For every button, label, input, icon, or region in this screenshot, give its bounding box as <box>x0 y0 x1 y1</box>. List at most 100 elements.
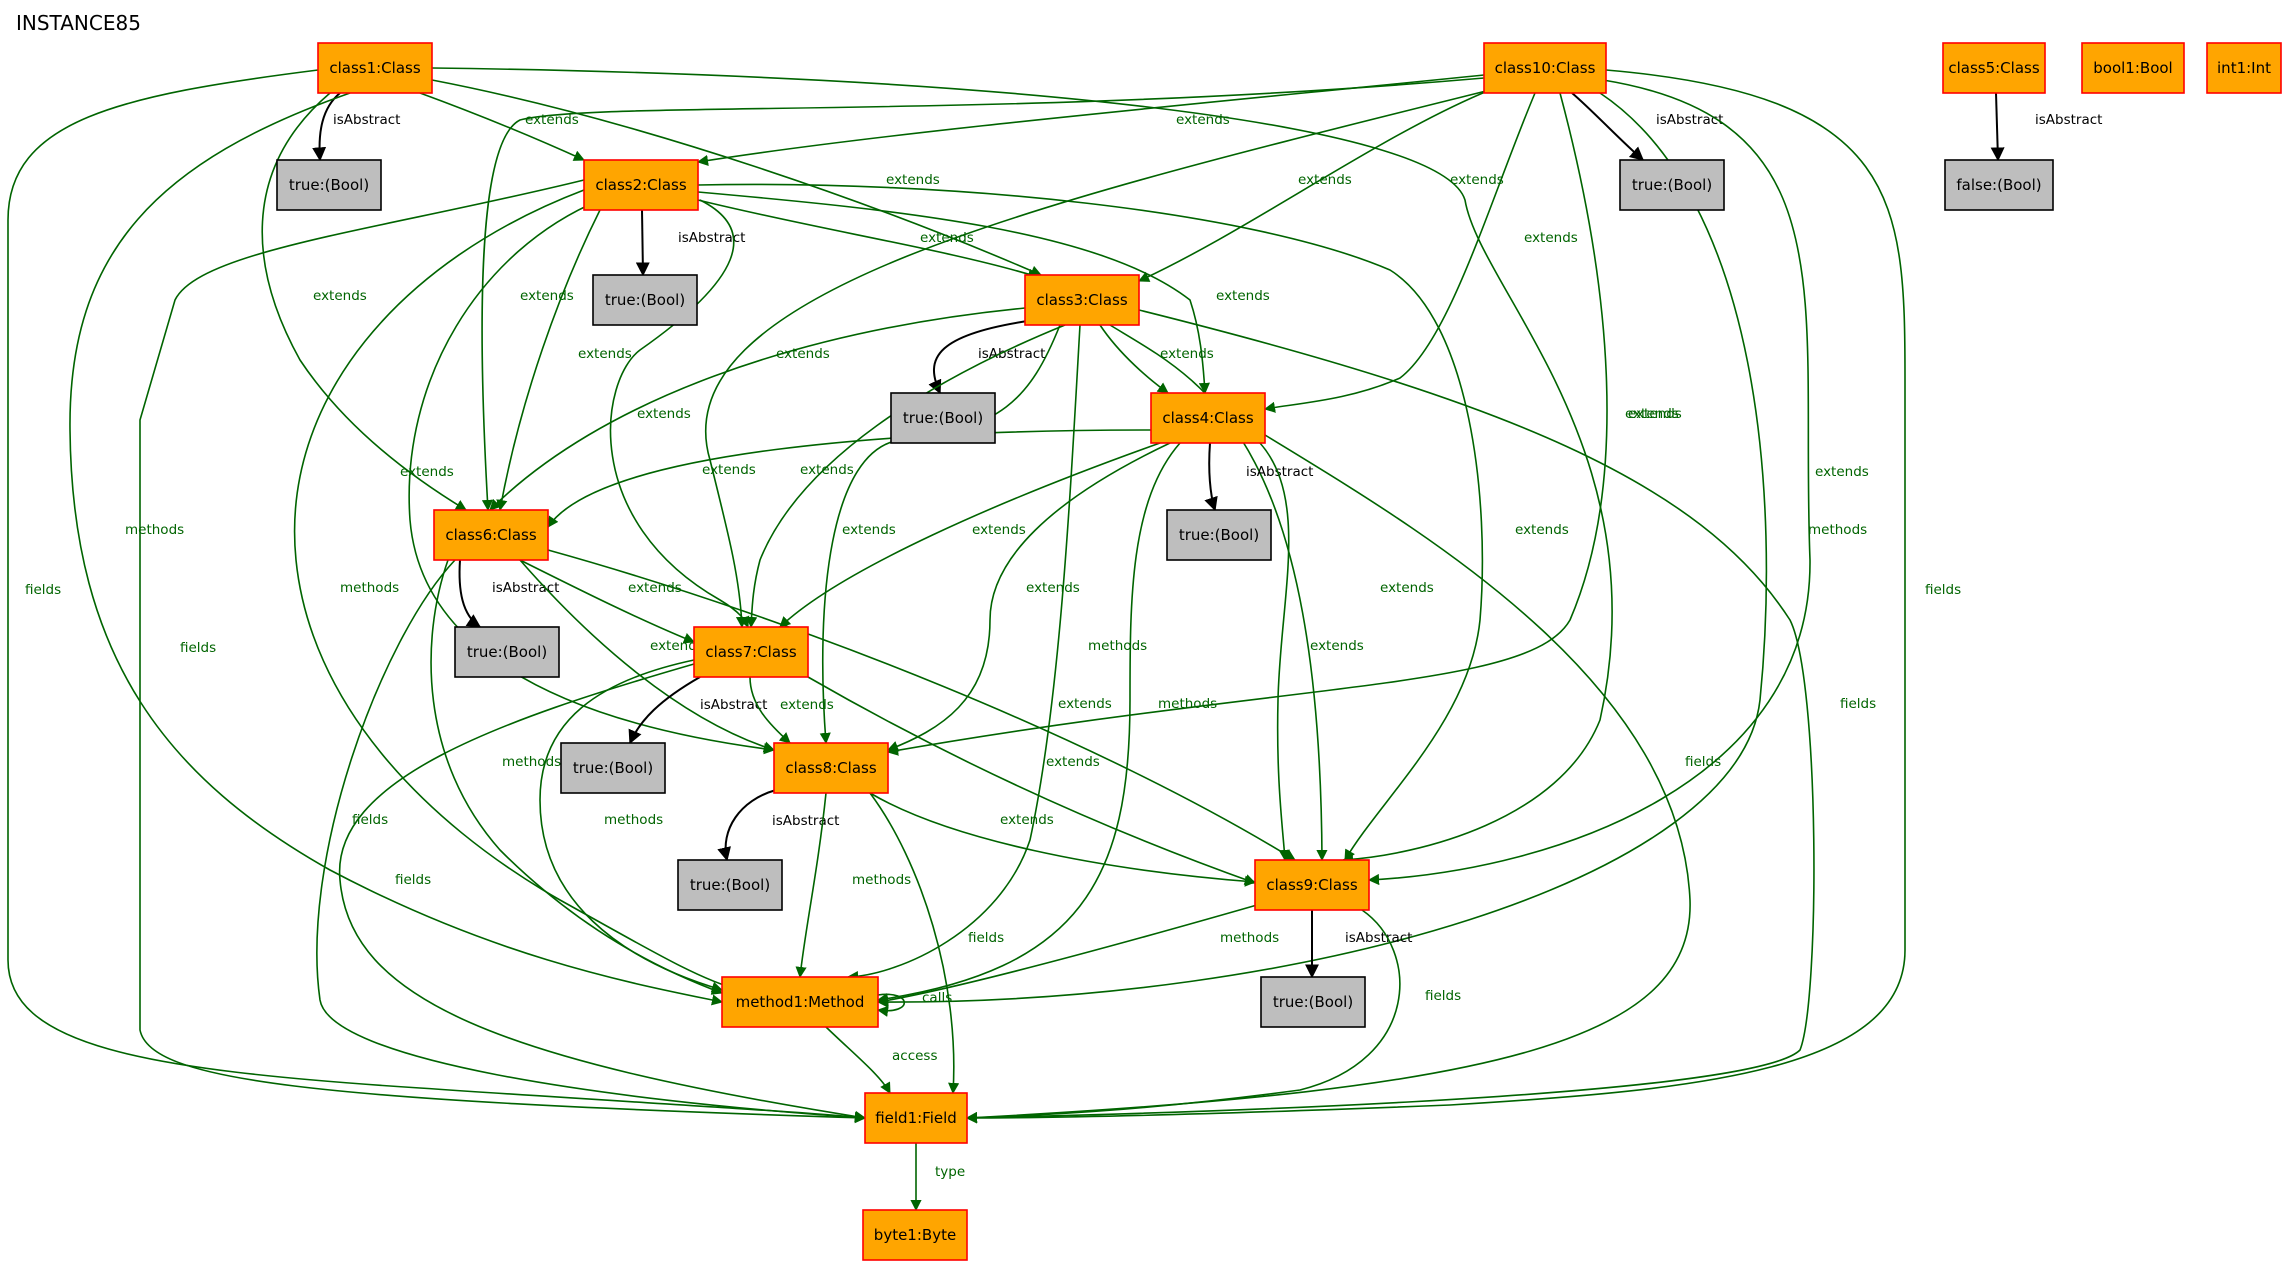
edge-label: extends <box>650 638 704 654</box>
edge-class9-method1: methods <box>876 904 1279 1006</box>
edge-line <box>338 663 867 1122</box>
node-box[interactable] <box>721 976 879 1028</box>
node-int1[interactable]: int1:Int <box>2206 42 2282 94</box>
node-box[interactable] <box>592 274 698 326</box>
edge-class10-class7: extends <box>704 89 1491 629</box>
edge-line <box>928 317 1051 395</box>
edge-label: extends <box>800 462 854 478</box>
edge-label: type <box>935 1164 965 1180</box>
edge-line <box>69 92 724 1006</box>
edge-label: isAbstract <box>678 230 745 246</box>
edge-class6-class9: extends <box>547 549 1296 861</box>
node-label: true:(Bool) <box>289 176 369 194</box>
edge-class3-class9: extends <box>1109 324 1434 862</box>
edge-class4-class7: extends <box>779 442 1161 628</box>
edge-line <box>819 324 1061 745</box>
node-t9[interactable]: true:(Bool) <box>1260 976 1366 1028</box>
node-label: class5:Class <box>1948 59 2039 77</box>
node-t7[interactable]: true:(Bool) <box>560 742 666 794</box>
node-box[interactable] <box>560 742 666 794</box>
node-t3[interactable]: true:(Bool) <box>890 392 996 444</box>
node-class8[interactable]: class8:Class <box>773 742 889 794</box>
edge-label: extends <box>1298 172 1352 188</box>
edge-label: methods <box>1158 696 1217 712</box>
edge-label: fields <box>1425 988 1461 1004</box>
edge-line <box>1263 92 1536 413</box>
node-box[interactable] <box>1944 159 2054 211</box>
node-box[interactable] <box>2081 42 2185 94</box>
node-class2[interactable]: class2:Class <box>583 159 699 211</box>
edge-line <box>1137 89 1491 282</box>
node-class7[interactable]: class7:Class <box>693 626 809 678</box>
node-class4[interactable]: class4:Class <box>1150 392 1266 444</box>
node-byte1[interactable]: byte1:Byte <box>862 1209 968 1261</box>
node-box[interactable] <box>862 1209 968 1261</box>
node-box[interactable] <box>1024 274 1140 326</box>
node-box[interactable] <box>677 859 783 911</box>
node-box[interactable] <box>317 42 433 94</box>
edge-label: isAbstract <box>700 697 767 713</box>
node-box[interactable] <box>276 159 382 211</box>
edge-label: methods <box>852 872 911 888</box>
edge-line <box>481 77 1485 512</box>
node-t10[interactable]: true:(Bool) <box>1619 159 1725 211</box>
node-box[interactable] <box>1254 859 1370 911</box>
node-field1[interactable]: field1:Field <box>864 1092 968 1144</box>
edge-label: isAbstract <box>2035 112 2102 128</box>
edge-class4-t4: isAbstract <box>1204 442 1313 512</box>
node-box[interactable] <box>2206 42 2282 94</box>
node-box[interactable] <box>773 742 889 794</box>
node-class3[interactable]: class3:Class <box>1024 274 1140 326</box>
edge-line <box>697 183 1484 861</box>
node-box[interactable] <box>583 159 699 211</box>
node-box[interactable] <box>454 626 560 678</box>
edge-class7-method1: methods <box>539 659 724 993</box>
edge-line <box>628 676 701 745</box>
node-t4[interactable]: true:(Bool) <box>1166 509 1272 561</box>
edge-line <box>876 442 1181 1005</box>
edge-class1-class2: extends <box>419 92 586 161</box>
edge-line <box>697 191 1210 395</box>
node-class5[interactable]: class5:Class <box>1942 42 2046 94</box>
node-label: class1:Class <box>329 59 420 77</box>
node-bool1[interactable]: bool1:Bool <box>2081 42 2185 94</box>
edge-line <box>869 792 1257 887</box>
node-t1[interactable]: true:(Bool) <box>276 159 382 211</box>
edge-line <box>1109 324 1328 862</box>
node-t6[interactable]: true:(Bool) <box>454 626 560 678</box>
edge-label: extends <box>637 406 691 422</box>
node-box[interactable] <box>1619 159 1725 211</box>
edge-line <box>458 559 482 628</box>
node-f5[interactable]: false:(Bool) <box>1944 159 2054 211</box>
node-box[interactable] <box>1166 509 1272 561</box>
node-class9[interactable]: class9:Class <box>1254 859 1370 911</box>
node-class6[interactable]: class6:Class <box>433 509 549 561</box>
node-box[interactable] <box>433 509 549 561</box>
edge-line <box>876 993 906 1017</box>
node-class1[interactable]: class1:Class <box>317 42 433 94</box>
edge-class1-field1: fields <box>7 69 867 1123</box>
node-box[interactable] <box>1150 392 1266 444</box>
edge-label: isAbstract <box>333 112 400 128</box>
node-class10[interactable]: class10:Class <box>1483 42 1607 94</box>
node-box[interactable] <box>864 1092 968 1144</box>
node-box[interactable] <box>1260 976 1366 1028</box>
node-label: false:(Bool) <box>1956 176 2041 194</box>
edge-line <box>749 676 791 744</box>
edge-class10-t10: isAbstract <box>1571 92 1723 161</box>
node-t8[interactable]: true:(Bool) <box>677 859 783 911</box>
node-box[interactable] <box>693 626 809 678</box>
diagram-title: INSTANCE85 <box>16 11 141 35</box>
edge-line <box>635 209 650 277</box>
node-box[interactable] <box>1483 42 1607 94</box>
node-box[interactable] <box>890 392 996 444</box>
node-t2[interactable]: true:(Bool) <box>592 274 698 326</box>
edge-class8-method1: methods <box>795 792 911 979</box>
edge-label: fields <box>1840 696 1876 712</box>
edge-line <box>519 559 776 753</box>
node-box[interactable] <box>1942 42 2046 94</box>
edge-line <box>876 92 1768 1008</box>
node-label: int1:Int <box>2217 59 2271 77</box>
node-method1[interactable]: method1:Method <box>721 976 879 1028</box>
